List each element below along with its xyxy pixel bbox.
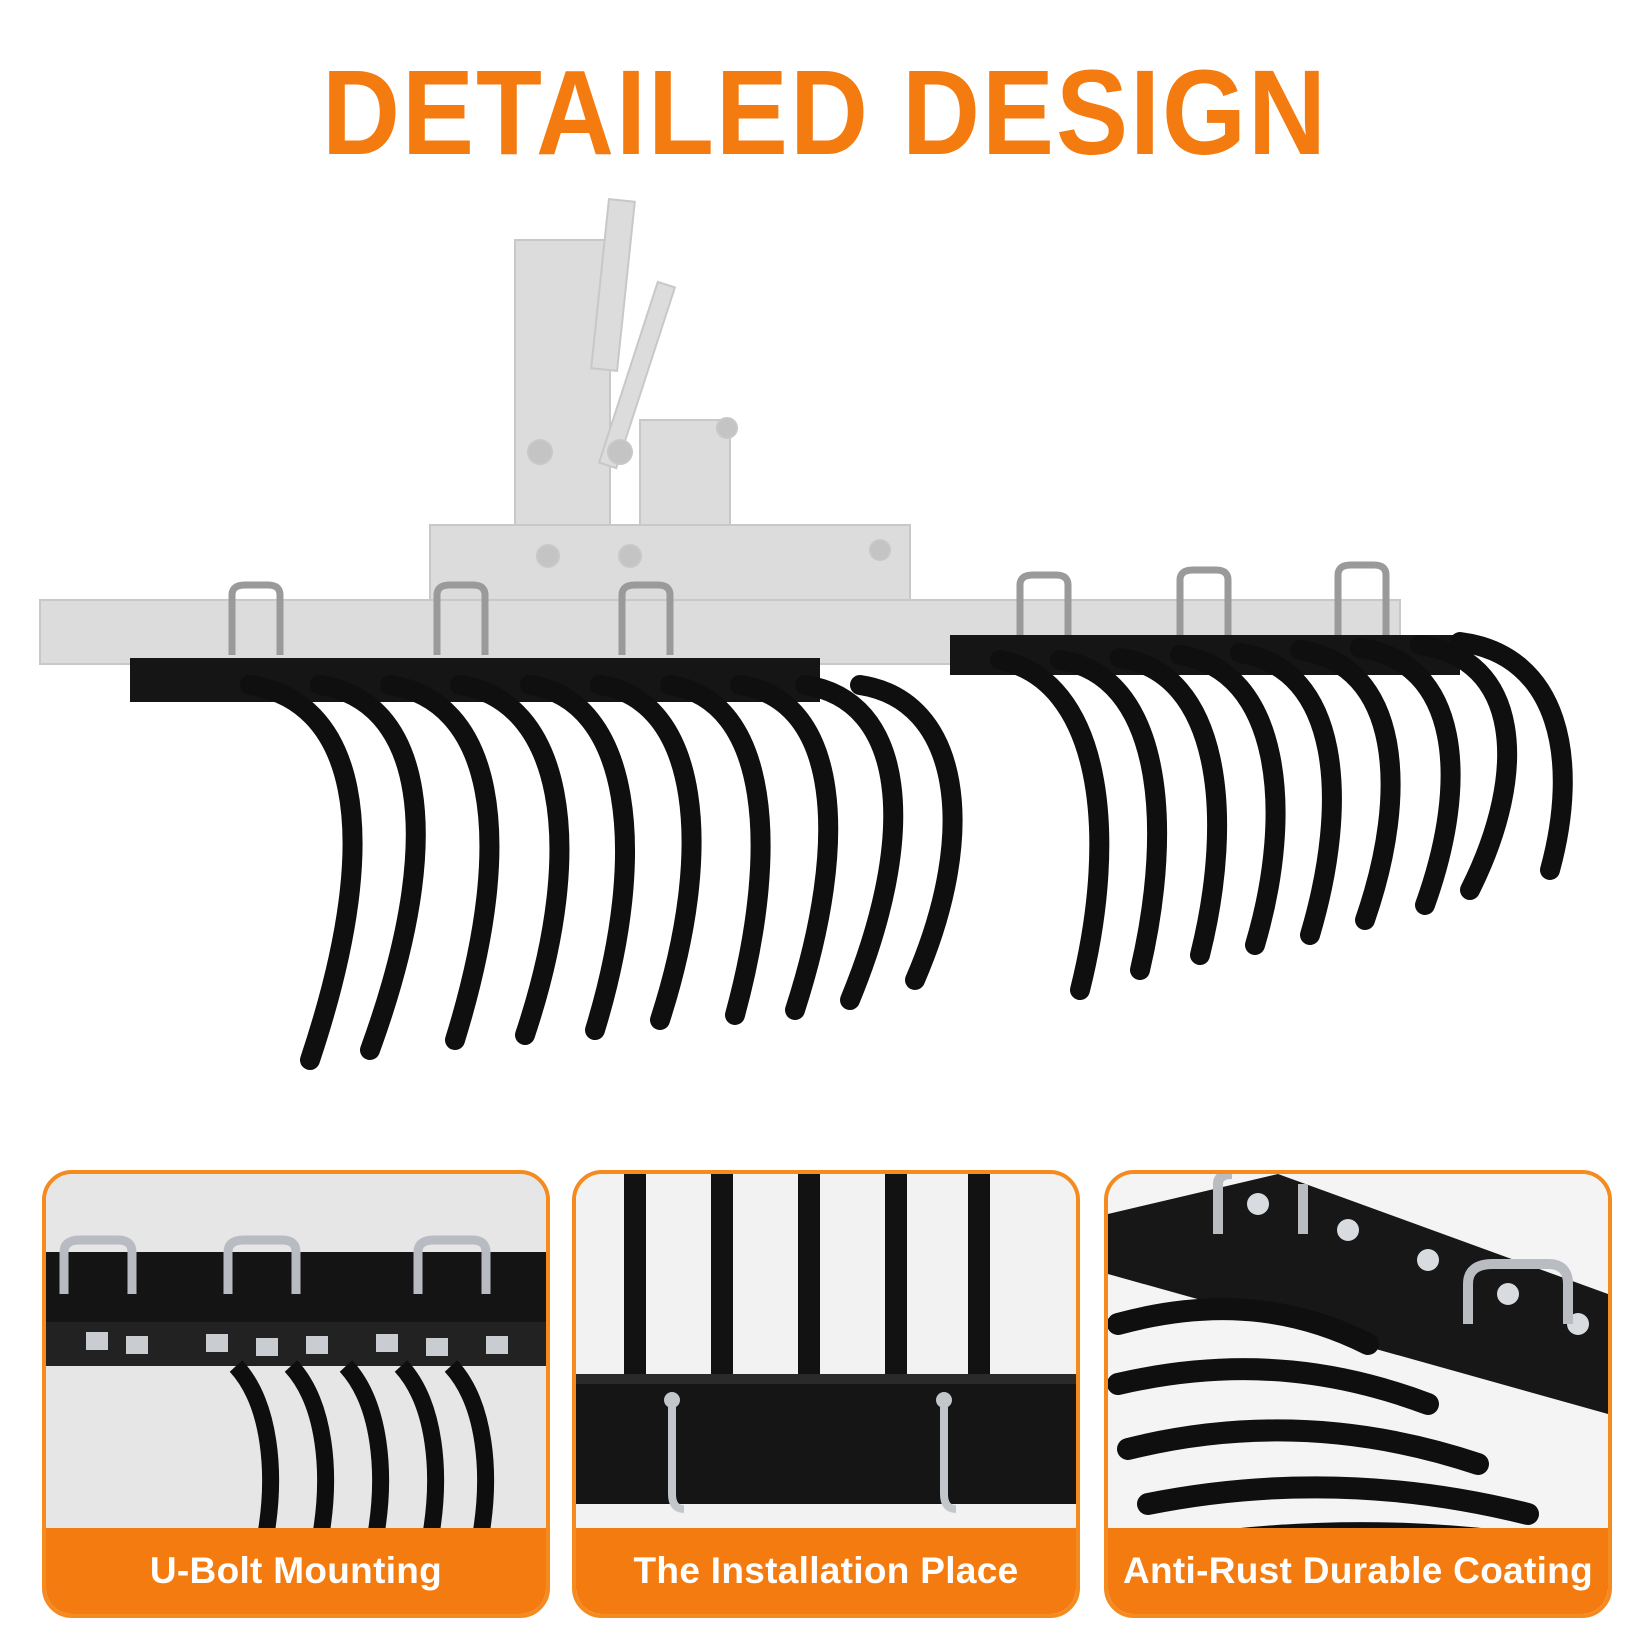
- hero-u-bolts: [228, 561, 1390, 655]
- feature-card-u-bolt: U-Bolt Mounting: [42, 1170, 550, 1618]
- rake-product-image: [39, 198, 1573, 1070]
- hitch-frame: [39, 198, 1401, 665]
- feature-label-installation: The Installation Place: [576, 1528, 1076, 1614]
- feature-label-coating: Anti-Rust Durable Coating: [1108, 1528, 1608, 1614]
- feature-card-coating: Anti-Rust Durable Coating: [1104, 1170, 1612, 1618]
- right-tines: [990, 632, 1573, 1000]
- left-tines: [240, 675, 963, 1070]
- page-title: DETAILED DESIGN: [321, 44, 1329, 180]
- feature-label-u-bolt: U-Bolt Mounting: [46, 1528, 546, 1614]
- feature-card-installation: The Installation Place: [572, 1170, 1080, 1618]
